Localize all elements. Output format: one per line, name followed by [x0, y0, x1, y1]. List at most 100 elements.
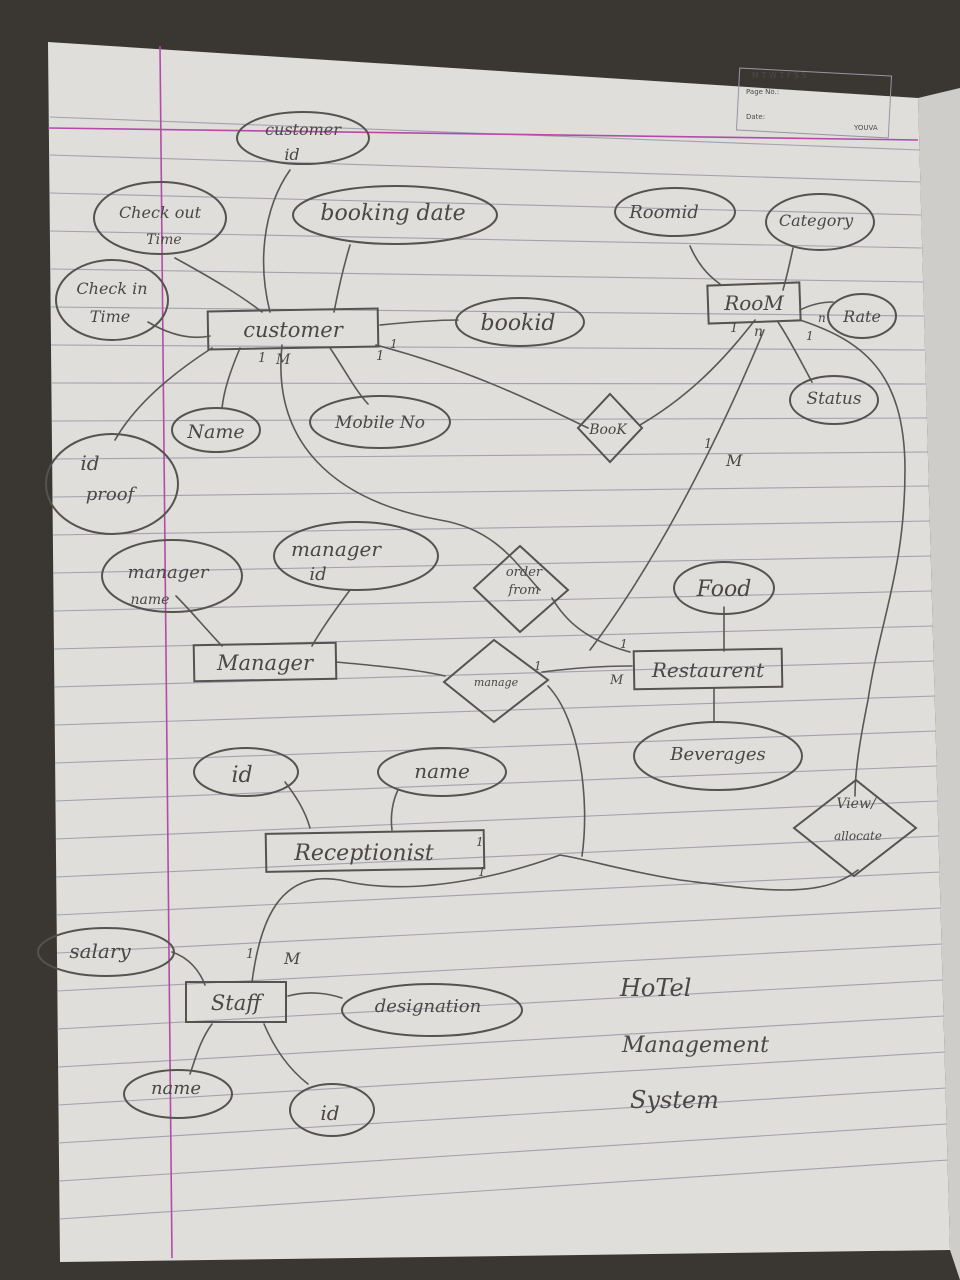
- attribute-food: Food: [673, 561, 775, 615]
- page-header-box: M T W T F S S Page No.: Date: YOUVA: [735, 67, 893, 139]
- relationship-manage-label: manage: [474, 676, 519, 689]
- svg-text:Roomid: Roomid: [628, 202, 699, 223]
- svg-text:Time: Time: [90, 307, 130, 326]
- relationship-manage: manage: [442, 638, 550, 724]
- card-staff-1: 1: [246, 947, 254, 962]
- svg-text:customer: customer: [265, 120, 342, 139]
- svg-text:Rate: Rate: [842, 307, 881, 326]
- attribute-beverages: Beverages: [633, 721, 803, 791]
- entity-staff-label: Staff: [211, 991, 264, 1015]
- attribute-bookid: bookid: [455, 297, 585, 347]
- card-staff-m: M: [283, 949, 301, 968]
- svg-text:Check out: Check out: [119, 203, 202, 222]
- svg-text:booking date: booking date: [320, 201, 465, 226]
- card-manage-1: 1: [534, 659, 542, 673]
- attribute-status: Status: [789, 375, 879, 425]
- card-customer-1: 1: [258, 351, 266, 366]
- entity-restaurant: Restaurent: [632, 647, 784, 691]
- notebook-page: [48, 42, 950, 1262]
- card-room-n2: n: [818, 311, 826, 325]
- next-page-edge: [918, 88, 960, 1280]
- card-customer-1b: 1: [376, 349, 384, 364]
- attribute-customer-id: customer id: [236, 111, 370, 165]
- card-room-n: n: [754, 324, 763, 340]
- svg-text:name: name: [414, 759, 470, 783]
- weekday-letters: M T W T F S S: [752, 71, 807, 80]
- svg-text:Mobile No: Mobile No: [334, 413, 425, 433]
- entity-customer: customer: [206, 307, 380, 351]
- svg-text:Category: Category: [779, 211, 854, 230]
- svg-text:Name: Name: [186, 421, 244, 443]
- page-no-label: Page No.:: [746, 88, 779, 96]
- attribute-booking-date: booking date: [292, 185, 498, 245]
- relationship-view-label: View/: [836, 796, 877, 812]
- attribute-receptionist-name: name: [377, 747, 507, 797]
- card-restaurant-m: M: [609, 673, 624, 688]
- entity-room: RooM: [706, 281, 802, 325]
- card-receptionist-1b: 1: [478, 865, 486, 879]
- entity-receptionist: Receptionist: [264, 829, 486, 873]
- attribute-check-in-time: Check in Time: [55, 259, 169, 341]
- card-room-1b: 1: [806, 329, 814, 343]
- svg-text:manager: manager: [128, 562, 210, 583]
- relationship-order-from: order from: [472, 544, 570, 634]
- svg-text:Time: Time: [146, 232, 181, 248]
- title-line-3: System: [630, 1086, 719, 1114]
- card-restaurant-1: 1: [620, 637, 628, 651]
- svg-text:bookid: bookid: [480, 311, 555, 336]
- title-line-2: Management: [621, 1033, 769, 1058]
- svg-text:Food: Food: [696, 577, 752, 602]
- connector-lines: [114, 169, 906, 1085]
- svg-text:salary: salary: [69, 939, 131, 963]
- relationship-order-label: order: [506, 565, 543, 580]
- relationship-from-label: from: [507, 583, 539, 598]
- card-customer-1c: 1: [390, 337, 398, 351]
- svg-text:name: name: [131, 592, 170, 608]
- svg-text:Check in: Check in: [76, 279, 147, 298]
- attribute-salary: salary: [37, 927, 175, 977]
- attribute-check-out-time: Check out Time: [93, 181, 227, 255]
- svg-text:id: id: [320, 1101, 339, 1125]
- card-receptionist-1: 1: [476, 835, 484, 849]
- svg-text:id: id: [284, 145, 299, 164]
- attribute-mobile-no: Mobile No: [309, 395, 451, 449]
- svg-text:id: id: [309, 564, 326, 585]
- attribute-category: Category: [765, 193, 875, 251]
- entity-room-label: RooM: [723, 291, 784, 315]
- svg-text:Status: Status: [806, 389, 861, 409]
- entity-receptionist-label: Receptionist: [293, 841, 434, 866]
- svg-text:name: name: [151, 1078, 201, 1099]
- svg-text:designation: designation: [375, 996, 481, 1017]
- relationship-allocate-label: allocate: [834, 829, 882, 843]
- attribute-designation: designation: [341, 983, 523, 1037]
- card-customer-m: M: [275, 352, 291, 368]
- entity-restaurant-label: Restaurent: [651, 658, 765, 682]
- svg-text:proof: proof: [86, 484, 138, 505]
- attribute-manager-id: manager id: [273, 521, 439, 591]
- card-book-m: M: [725, 451, 743, 470]
- entity-customer-label: customer: [243, 318, 344, 342]
- attribute-id-proof: id proof: [45, 433, 179, 535]
- entity-staff: Staff: [185, 981, 287, 1023]
- attribute-receptionist-id: id: [193, 747, 299, 797]
- relationship-book-label: BooK: [588, 422, 628, 438]
- svg-text:Beverages: Beverages: [669, 744, 765, 765]
- diagram-title: HoTel Management System: [619, 974, 769, 1114]
- relationship-book: BooK: [576, 392, 644, 464]
- attribute-staff-id: id: [289, 1083, 375, 1137]
- attribute-room-id: Roomid: [614, 187, 736, 237]
- card-room-1: 1: [730, 321, 738, 336]
- header-line: [47, 127, 919, 141]
- entity-manager: Manager: [192, 641, 338, 683]
- entity-manager-label: Manager: [216, 651, 315, 675]
- svg-text:id: id: [80, 451, 99, 475]
- title-line-1: HoTel: [619, 974, 691, 1002]
- svg-text:id: id: [231, 763, 252, 788]
- relationship-view-allocate: View/ allocate: [792, 778, 918, 878]
- attribute-rate: Rate: [827, 293, 897, 339]
- date-label: Date:: [746, 113, 765, 121]
- ruled-lines: [49, 116, 949, 1220]
- attribute-manager-name: manager name: [101, 539, 243, 613]
